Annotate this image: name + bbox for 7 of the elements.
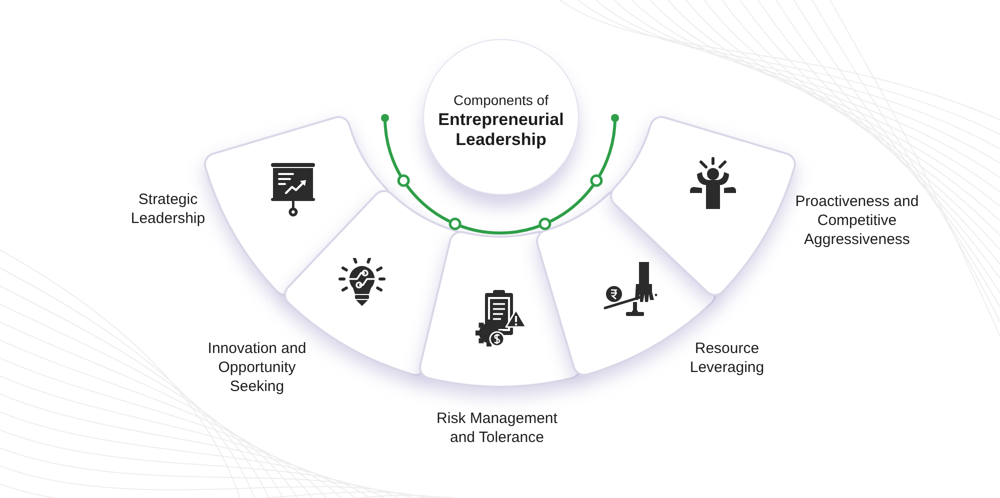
segment-label: Proactiveness and Competitive Aggressiveness <box>794 192 920 249</box>
circle-subtitle: Components of <box>452 90 550 108</box>
segment-label: Innovation and Opportunity Seeking <box>206 338 308 396</box>
segment-label: Strategic Leadership <box>130 190 206 228</box>
circle-title: Entrepreneurial Leadership <box>437 110 565 150</box>
segment-label: Resource Leveraging <box>688 338 766 377</box>
segment-label: Risk Management and Tolerance <box>436 408 558 447</box>
